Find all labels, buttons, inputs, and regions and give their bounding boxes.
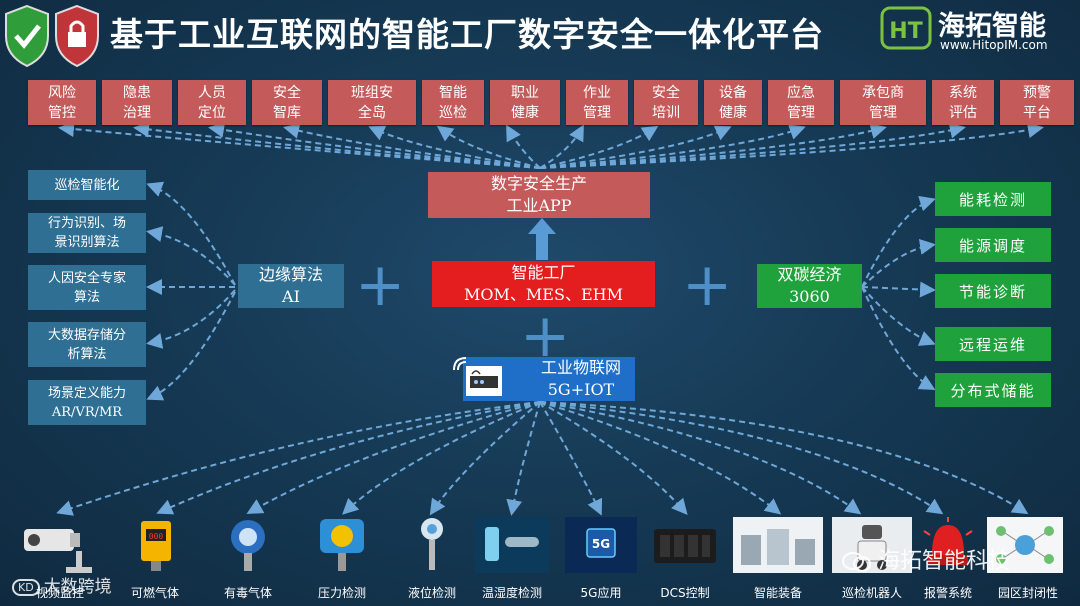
left-box-big-data-algorithm: 大数据存储分 析算法 <box>28 322 146 367</box>
right-box-distributed-storage: 分布式储能 <box>935 373 1051 407</box>
module-risk-control: 风险 管控 <box>28 80 96 125</box>
device-label-pressure: 压力检测 <box>312 584 372 602</box>
left-box-human-factor-algorithm: 人因安全专家 算法 <box>28 265 146 310</box>
dcs-controller-icon <box>650 515 720 575</box>
combustible-gas-detector-icon: 000 <box>125 515 185 575</box>
right-box-remote-ops: 远程运维 <box>935 327 1051 361</box>
watermark-logo-icon: KD <box>12 579 40 596</box>
module-hazard-governance: 隐患 治理 <box>102 80 172 125</box>
company-logo-icon: HT <box>880 6 932 50</box>
wifi-signal-icon <box>452 356 468 372</box>
device-label-temp-humidity: 温湿度检测 <box>475 584 549 602</box>
wechat-icon <box>842 551 872 573</box>
device-label-smart-equipment: 智能装备 <box>740 584 816 602</box>
device-label-dcs: DCS控制 <box>650 584 720 602</box>
svg-text:HT: HT <box>889 19 922 44</box>
device-label-alarm: 报警系统 <box>912 584 984 602</box>
module-system-evaluation: 系统 评估 <box>932 80 994 125</box>
watermark-right: 海拓智能科技 <box>842 543 1010 575</box>
center-edge-algorithm: 边缘算法 AI <box>238 264 344 308</box>
module-smart-inspection: 智能 巡检 <box>422 80 484 125</box>
module-contractor-management: 承包商 管理 <box>840 80 926 125</box>
device-label-combustible-gas: 可燃气体 <box>118 584 192 602</box>
company-url: www.HitopIM.com <box>940 38 1048 52</box>
device-label-level: 液位检测 <box>394 584 470 602</box>
svg-text:000: 000 <box>149 532 164 541</box>
device-label-5g: 5G应用 <box>565 584 637 602</box>
right-box-energy-dispatch: 能源调度 <box>935 228 1051 262</box>
pressure-gauge-icon <box>312 515 372 575</box>
5g-chip-icon: 5G <box>565 515 637 575</box>
module-team-safety-island: 班组安 全岛 <box>328 80 416 125</box>
level-sensor-icon <box>402 515 462 575</box>
cctv-camera-icon <box>22 515 98 575</box>
plus-icon: + <box>355 255 405 315</box>
device-label-toxic-gas: 有毒气体 <box>218 584 278 602</box>
module-safety-training: 安全 培训 <box>634 80 698 125</box>
temperature-humidity-sensor-icon <box>475 515 549 575</box>
module-emergency-management: 应急 管理 <box>768 80 834 125</box>
up-arrow-icon <box>528 218 556 260</box>
center-dual-carbon: 双碳经济 3060 <box>757 264 862 308</box>
svg-text:5G: 5G <box>592 537 610 551</box>
module-occupational-health: 职业 健康 <box>490 80 560 125</box>
left-box-inspection-intelligence: 巡检智能化 <box>28 170 146 200</box>
module-safety-library: 安全 智库 <box>252 80 322 125</box>
left-box-scene-definition: 场景定义能力 AR/VR/MR <box>28 380 146 425</box>
left-box-behavior-recognition: 行为识别、场 景识别算法 <box>28 213 146 253</box>
smart-equipment-icon <box>733 515 823 575</box>
page-title: 基于工业互联网的智能工厂数字安全一体化平台 <box>110 8 824 56</box>
module-warning-platform: 预警 平台 <box>1000 80 1074 125</box>
device-label-park: 园区封闭性 <box>990 584 1066 602</box>
toxic-gas-transmitter-icon <box>218 515 278 575</box>
shield-check-icon <box>4 4 50 68</box>
module-equipment-health: 设备 健康 <box>704 80 762 125</box>
plus-icon: + <box>682 255 732 315</box>
center-industrial-app: 数字安全生产 工业APP <box>428 172 650 218</box>
module-personnel-positioning: 人员 定位 <box>178 80 246 125</box>
device-label-robot: 巡检机器人 <box>832 584 912 602</box>
module-work-management: 作业 管理 <box>566 80 628 125</box>
right-box-energy-diagnosis: 节能诊断 <box>935 274 1051 308</box>
shield-lock-icon <box>54 4 100 68</box>
right-box-energy-detection: 能耗检测 <box>935 182 1051 216</box>
iot-gateway-icon <box>466 366 502 396</box>
